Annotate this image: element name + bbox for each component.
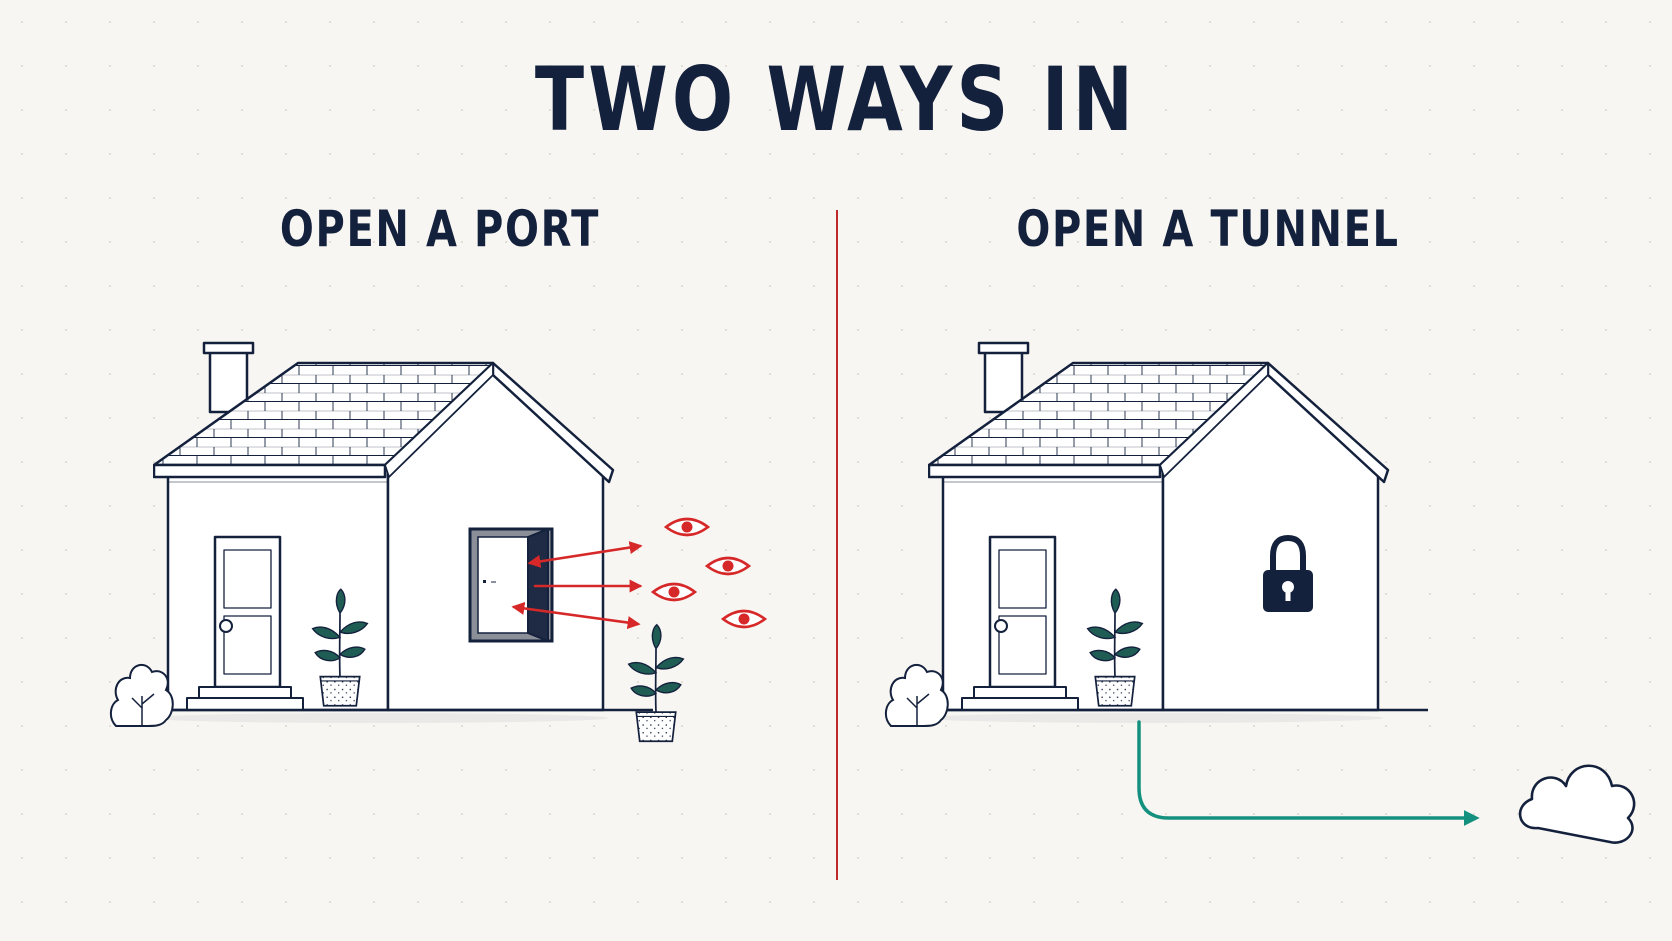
- tunnel-path: [1137, 720, 1480, 826]
- bush-icon: [884, 663, 949, 727]
- eye-icon: [704, 556, 752, 576]
- house-left: [153, 341, 655, 725]
- left-scene: [109, 341, 768, 743]
- bush-icon: [109, 663, 174, 727]
- panel-divider: [836, 210, 838, 880]
- traffic-arrow: [511, 601, 641, 630]
- left-panel-title: OPEN A PORT: [279, 200, 601, 258]
- eye-icon: [663, 517, 711, 537]
- padlock-icon: [1263, 534, 1313, 612]
- page-title: TWO WAYS IN: [534, 48, 1138, 151]
- cloud-icon: [1518, 764, 1636, 844]
- eye-icon: [720, 609, 768, 629]
- eye-icon: [650, 582, 698, 602]
- traffic-arrow: [527, 541, 643, 568]
- right-panel-title: OPEN A TUNNEL: [1016, 200, 1400, 258]
- potted-plant-icon: [627, 623, 685, 743]
- house-right: [928, 341, 1430, 725]
- right-scene: [884, 341, 1636, 844]
